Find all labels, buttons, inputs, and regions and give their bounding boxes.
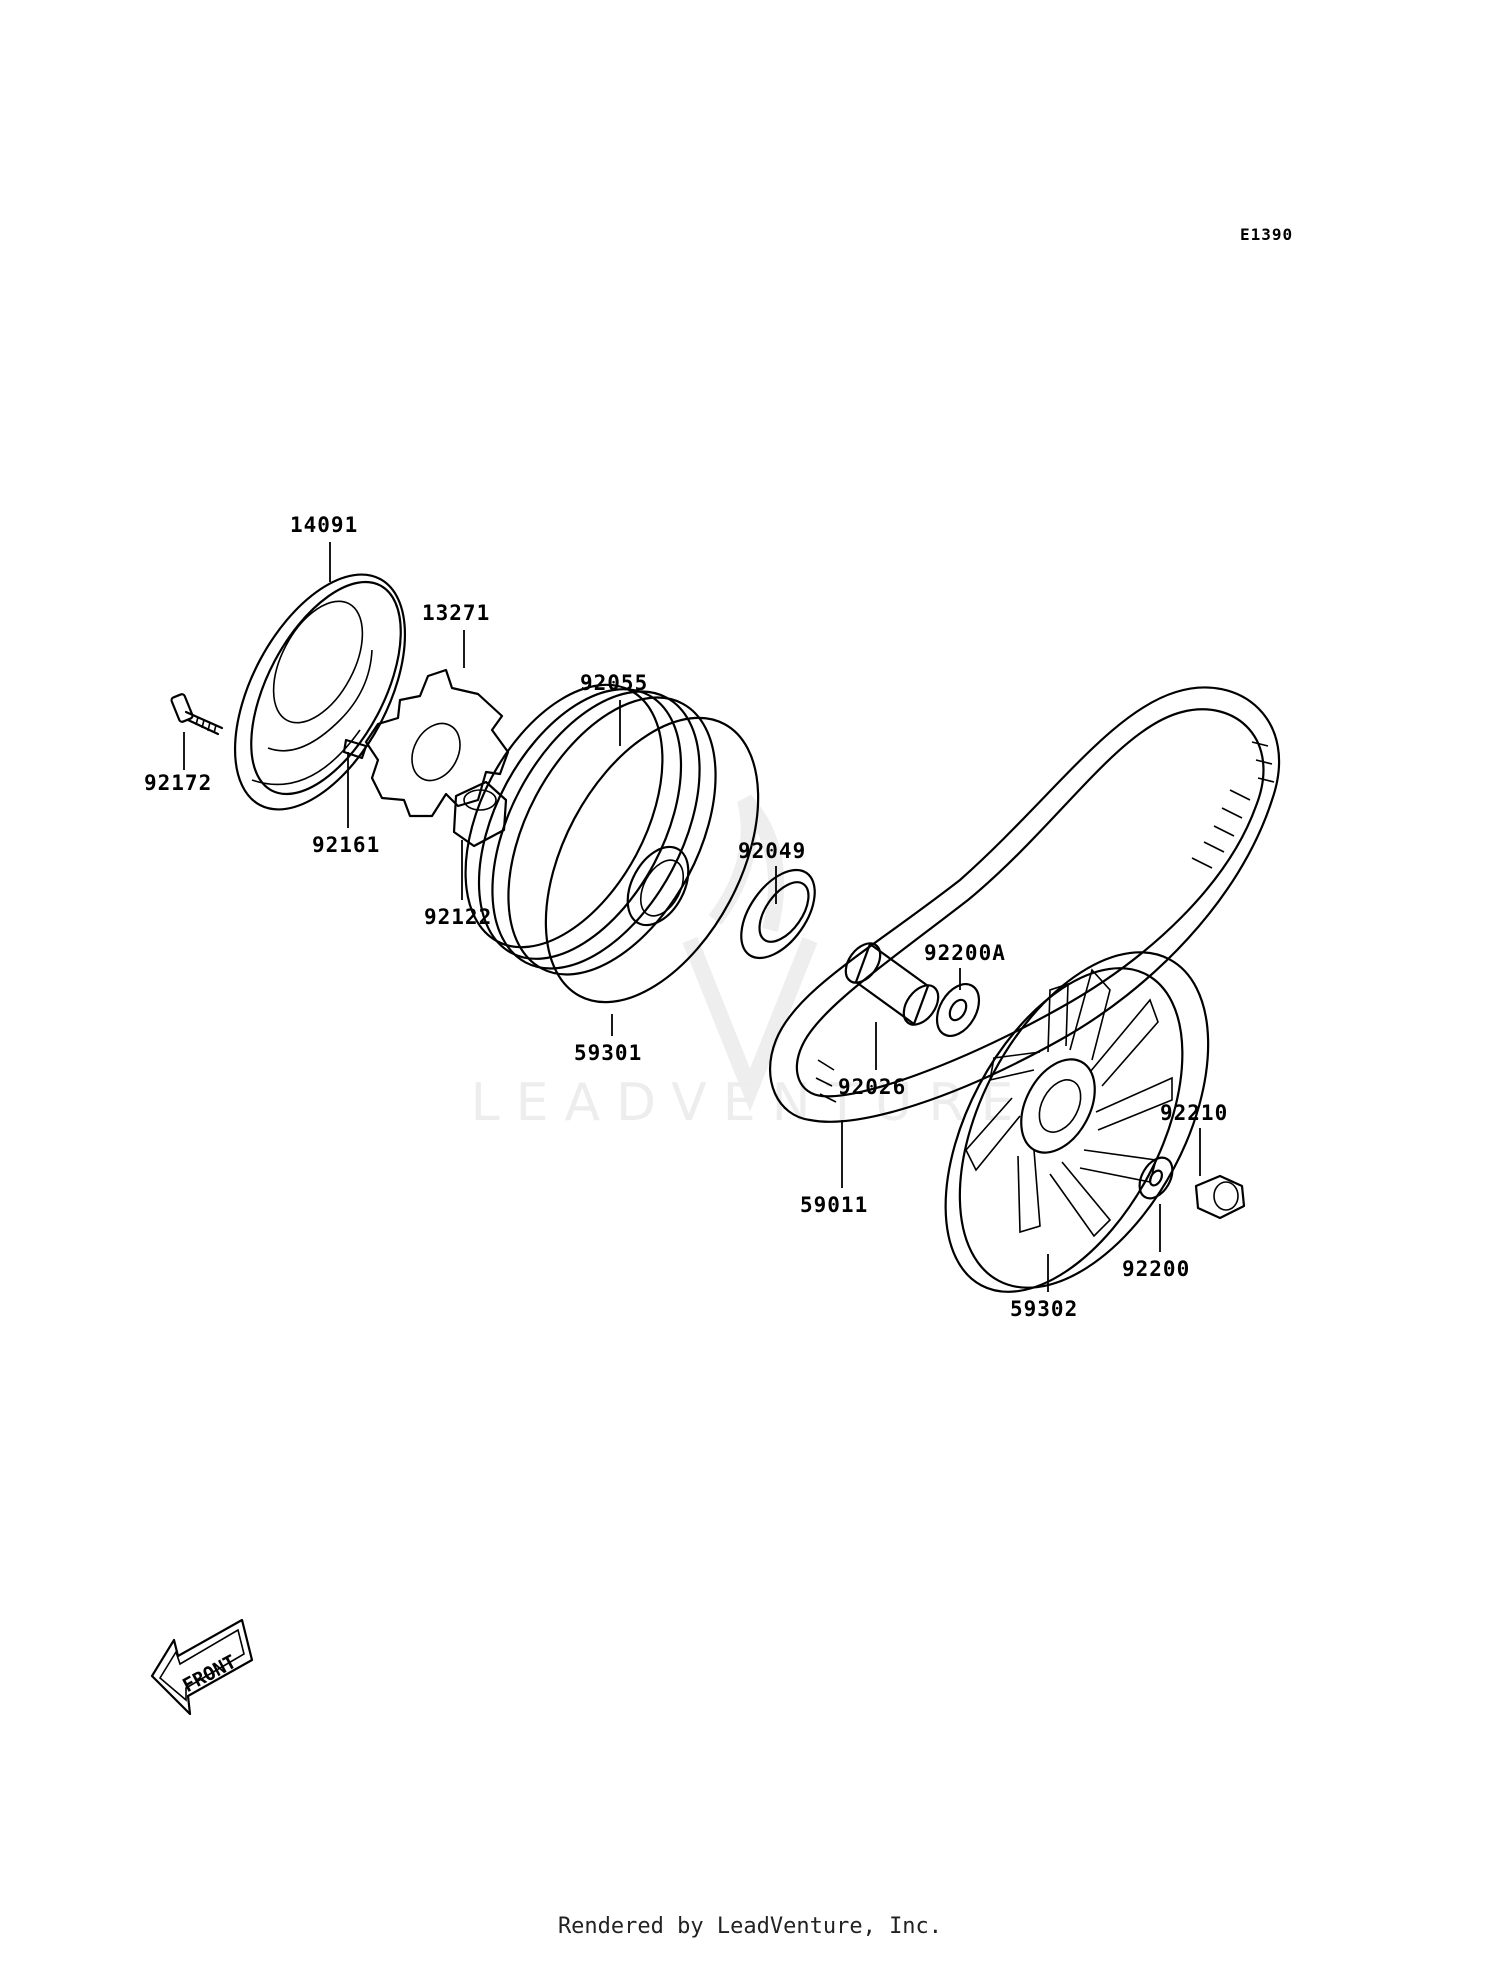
label-59011[interactable]: 59011: [800, 1193, 868, 1217]
part-92122-slider[interactable]: [452, 780, 508, 848]
front-label: FRONT: [179, 1651, 240, 1697]
leader-lines: [183, 542, 1201, 1292]
label-92161[interactable]: 92161: [312, 833, 380, 857]
part-92210-nut[interactable]: [1194, 1174, 1246, 1220]
part-92200-washer[interactable]: [1133, 1152, 1179, 1204]
label-92122[interactable]: 92122: [424, 905, 492, 929]
label-59302[interactable]: 59302: [1010, 1297, 1078, 1321]
label-92200[interactable]: 92200: [1122, 1257, 1190, 1281]
part-59302-fixed-sheave[interactable]: [897, 911, 1260, 1330]
part-92200A-washer[interactable]: [928, 977, 987, 1043]
front-arrow-icon: FRONT: [150, 1618, 254, 1716]
label-59301[interactable]: 59301: [574, 1041, 642, 1065]
label-92026[interactable]: 92026: [838, 1075, 906, 1099]
part-59011-belt[interactable]: [768, 686, 1281, 1123]
part-13271-ramp-plate[interactable]: [364, 668, 510, 818]
label-92049[interactable]: 92049: [738, 839, 806, 863]
label-13271[interactable]: 13271: [422, 601, 490, 625]
label-92200A[interactable]: 92200A: [924, 941, 1006, 965]
part-14091-cover[interactable]: [200, 547, 440, 837]
label-92055[interactable]: 92055: [580, 671, 648, 695]
label-92172[interactable]: 92172: [144, 771, 212, 795]
part-labels: 14091 13271 92055 92172 92161 92122 9204…: [144, 513, 1228, 1321]
rendered-by-credit: Rendered by LeadVenture, Inc.: [557, 1914, 943, 1939]
part-59301-movable-sheave[interactable]: [425, 652, 802, 1037]
watermark-text: LEADVENTURE: [471, 1073, 1030, 1133]
part-92026-collar[interactable]: [839, 937, 946, 1031]
part-92172-bolt[interactable]: [170, 693, 224, 736]
part-92161-clip[interactable]: [342, 738, 368, 760]
label-92210[interactable]: 92210: [1160, 1101, 1228, 1125]
part-92049-oil-seal[interactable]: [726, 857, 829, 971]
diagram-code: E1390: [1240, 225, 1293, 244]
label-14091[interactable]: 14091: [290, 513, 358, 537]
